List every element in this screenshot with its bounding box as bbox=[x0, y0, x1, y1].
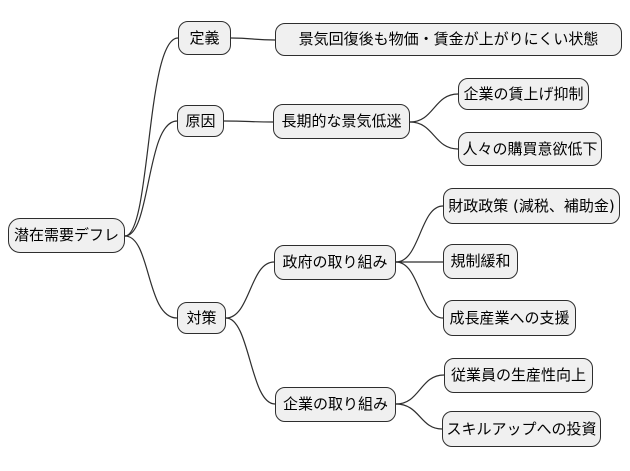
edge-root-cause bbox=[124, 120, 178, 237]
edge-root-definition bbox=[124, 37, 179, 237]
edge-company-skill-invest bbox=[395, 403, 443, 430]
edge-main-wage-restraint bbox=[409, 93, 459, 123]
node-measures-company: 企業の取り組み bbox=[275, 387, 396, 422]
edge-company-productivity bbox=[395, 374, 445, 405]
node-measures: 対策 bbox=[177, 302, 226, 334]
node-cause-main: 長期的な景気低迷 bbox=[273, 104, 410, 139]
edge-gov-fiscal-policy bbox=[395, 205, 444, 263]
node-definition-detail: 景気回復後も物価・賃金が上がりにくい状態 bbox=[275, 23, 622, 56]
edge-measures-government bbox=[225, 261, 275, 319]
node-measures-government: 政府の取り組み bbox=[274, 245, 396, 280]
edge-gov-growth-support bbox=[395, 261, 444, 319]
node-cause: 原因 bbox=[177, 105, 224, 137]
edge-main-purchase-decline bbox=[409, 121, 459, 150]
edge-cause-main bbox=[223, 120, 274, 123]
edge-measures-company bbox=[225, 317, 276, 405]
edge-root-measures bbox=[124, 235, 178, 319]
node-gov-fiscal-policy: 財政政策 (減税、補助金) bbox=[443, 188, 620, 224]
node-root: 潜在需要デフレ bbox=[8, 218, 125, 253]
node-company-skill-invest: スキルアップへの投資 bbox=[442, 411, 601, 447]
node-company-productivity: 従業員の生産性向上 bbox=[444, 358, 593, 393]
node-definition: 定義 bbox=[178, 21, 231, 55]
node-gov-deregulation: 規制緩和 bbox=[443, 244, 518, 279]
edge-definition-detail bbox=[230, 37, 276, 41]
node-cause-wage-restraint: 企業の賃上げ抑制 bbox=[458, 78, 589, 110]
node-cause-purchase-decline: 人々の購買意欲低下 bbox=[458, 132, 602, 166]
node-gov-growth-support: 成長産業への支援 bbox=[443, 300, 576, 336]
